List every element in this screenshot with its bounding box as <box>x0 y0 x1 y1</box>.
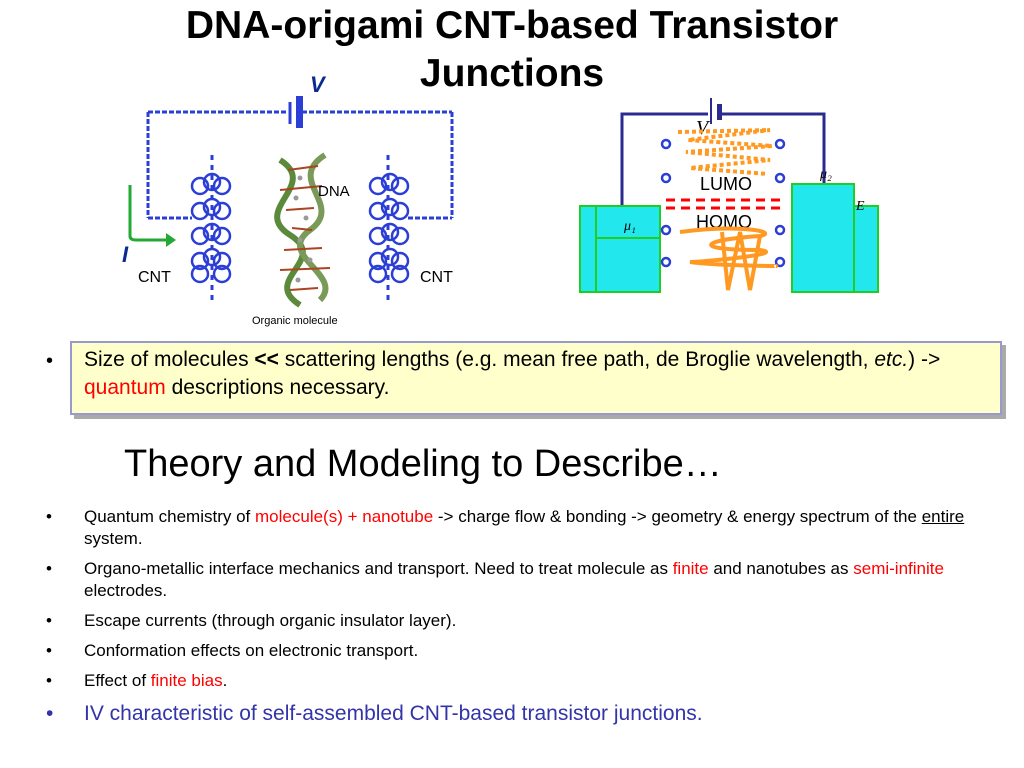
bullet-item-escape-currents: Escape currents (through organic insulat… <box>44 610 984 632</box>
left-cnt <box>190 155 232 300</box>
bullet-item-conformation-effects: Conformation effects on electronic trans… <box>44 640 984 662</box>
homo-spring <box>679 226 779 268</box>
energy-circuit-right <box>722 112 826 186</box>
homo-spring-zigzag <box>720 231 762 291</box>
lumo-spring <box>677 128 773 176</box>
left-circuit-diagram: V I <box>122 72 454 327</box>
left-electrode-bottom <box>595 237 661 293</box>
organic-molecule-label: Organic molecule <box>252 315 338 327</box>
highlight-etc: etc. <box>874 348 909 371</box>
highlight-part-5: ) -> <box>908 348 941 371</box>
right-energy-diagram: V μ₁ μ₂ E LUMO HOMO <box>579 98 879 293</box>
highlight-part-7: descriptions necessary. <box>165 376 390 399</box>
current-arrow <box>128 185 166 242</box>
highlight-text: Size of molecules << scattering lengths … <box>84 346 994 402</box>
right-electrode-front <box>791 183 855 293</box>
battery-plate-thick <box>296 96 303 128</box>
dna-label: DNA <box>318 183 350 200</box>
current-label: I <box>122 242 129 267</box>
title-line-2: Junctions <box>419 52 605 95</box>
voltage-label: V <box>310 72 327 97</box>
cnt-left-label: CNT <box>138 269 171 286</box>
right-cnt <box>368 155 410 300</box>
current-arrow-head <box>166 233 176 247</box>
highlight-part-1: Size of molecules <box>84 348 255 371</box>
highlight-quantum: quantum <box>84 376 166 399</box>
title-line-1: DNA-origami CNT-based Transistor <box>185 4 839 47</box>
bullet-list: Quantum chemistry of molecule(s) + nanot… <box>44 506 984 736</box>
mu1-label: μ₁ <box>623 219 636 234</box>
terminal-dots <box>660 138 786 268</box>
highlight-box <box>70 341 1002 415</box>
section-subtitle: Theory and Modeling to Describe… <box>124 443 722 485</box>
figure-diagrams: V I <box>122 72 879 327</box>
slide-title: DNA-origami CNT-based Transistor Junctio… <box>100 2 924 98</box>
highlight-much-less-than: << <box>254 348 279 371</box>
highlight-part-3: scattering lengths (e.g. mean free path,… <box>278 348 875 371</box>
energy-battery-thick <box>717 104 722 120</box>
bullet-item-iv-characteristic: IV characteristic of self-assembled CNT-… <box>44 700 984 728</box>
energy-e-label: E <box>855 199 865 214</box>
cnt-right-label: CNT <box>420 269 453 286</box>
lumo-label: LUMO <box>700 174 752 194</box>
bullet-item-quantum-chemistry: Quantum chemistry of molecule(s) + nanot… <box>44 506 984 550</box>
energy-voltage-label: V <box>696 117 711 139</box>
bullet-item-interface-mechanics: Organo-metallic interface mechanics and … <box>44 558 984 602</box>
bullet-item-finite-bias: Effect of finite bias. <box>44 670 984 692</box>
mu2-label: μ₂ <box>819 167 832 182</box>
highlight-bullet: • <box>46 350 54 372</box>
energy-circuit-left <box>620 112 708 212</box>
dna-helix-icon <box>274 152 331 308</box>
